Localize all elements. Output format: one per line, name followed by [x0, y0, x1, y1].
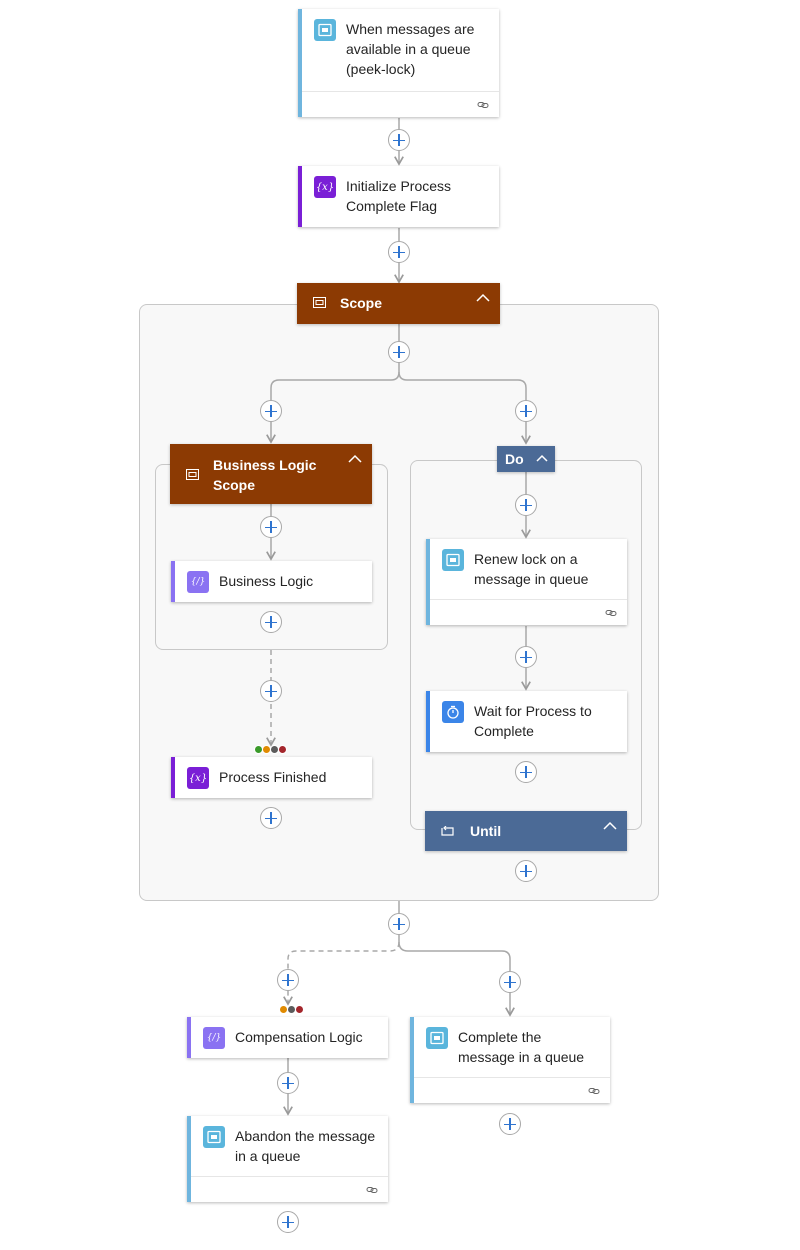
collapse-chevron-icon[interactable]	[348, 454, 362, 464]
compensation-logic-title: Compensation Logic	[235, 1029, 363, 1045]
collapse-chevron-icon[interactable]	[476, 293, 490, 303]
scope-icon	[186, 469, 199, 480]
run-after-status-dots	[254, 745, 287, 754]
compensation-logic-card[interactable]: {/} Compensation Logic	[187, 1017, 388, 1058]
link-icon[interactable]	[605, 607, 617, 619]
service-bus-icon	[442, 549, 464, 571]
trigger-title: When messages are available in a queue (…	[346, 21, 475, 77]
abandon-message-card[interactable]: Abandon the message in a queue	[187, 1116, 388, 1202]
abandon-message-title: Abandon the message in a queue	[235, 1128, 376, 1164]
add-step-button[interactable]	[515, 761, 537, 783]
collapse-chevron-icon[interactable]	[603, 821, 617, 831]
add-step-button[interactable]	[388, 341, 410, 363]
link-icon[interactable]	[588, 1085, 600, 1097]
add-step-button[interactable]	[515, 860, 537, 882]
add-step-button[interactable]	[515, 646, 537, 668]
add-step-button[interactable]	[388, 241, 410, 263]
scope-title: Scope	[340, 295, 383, 311]
add-step-button[interactable]	[277, 1211, 299, 1233]
variable-icon: {x}	[314, 176, 336, 198]
loop-icon	[441, 826, 454, 836]
service-bus-icon	[314, 19, 336, 41]
code-icon: {/}	[203, 1027, 225, 1049]
timer-icon	[442, 701, 464, 723]
business-logic-title: Business Logic	[219, 573, 314, 589]
card-footer	[414, 1077, 610, 1103]
add-step-button[interactable]	[499, 971, 521, 993]
wait-card[interactable]: Wait for Process to Complete	[426, 691, 627, 752]
add-step-button[interactable]	[277, 969, 299, 991]
wait-title: Wait for Process to Complete	[474, 703, 592, 739]
link-icon[interactable]	[366, 1184, 378, 1196]
complete-message-title: Complete the message in a queue	[458, 1029, 585, 1065]
add-step-button[interactable]	[277, 1072, 299, 1094]
add-step-button[interactable]	[499, 1113, 521, 1135]
card-footer	[302, 91, 499, 117]
complete-message-card[interactable]: Complete the message in a queue	[410, 1017, 610, 1103]
collapse-chevron-icon[interactable]	[536, 454, 548, 463]
add-step-button[interactable]	[260, 807, 282, 829]
renew-lock-title: Renew lock on a message in queue	[474, 551, 589, 587]
add-step-button[interactable]	[515, 400, 537, 422]
business-logic-card[interactable]: {/} Business Logic	[171, 561, 372, 602]
variable-icon: {x}	[187, 767, 209, 789]
renew-lock-card[interactable]: Renew lock on a message in queue	[426, 539, 627, 625]
failed-status-dot	[295, 1005, 304, 1014]
business-logic-scope-header[interactable]: Business Logic Scope	[170, 444, 372, 504]
add-step-button[interactable]	[388, 913, 410, 935]
do-header[interactable]: Do	[497, 446, 555, 472]
failed-status-dot	[278, 745, 287, 754]
scope-header[interactable]: Scope	[297, 283, 500, 324]
until-title: Until	[470, 823, 502, 839]
card-footer	[191, 1176, 388, 1202]
initialize-flag-card[interactable]: {x} Initialize Process Complete Flag	[298, 166, 499, 227]
initialize-flag-title: Initialize Process Complete Flag	[346, 178, 452, 214]
service-bus-icon	[203, 1126, 225, 1148]
add-step-button[interactable]	[388, 129, 410, 151]
add-step-button[interactable]	[260, 516, 282, 538]
service-bus-icon	[426, 1027, 448, 1049]
card-footer	[430, 599, 627, 625]
link-icon[interactable]	[477, 99, 489, 111]
add-step-button[interactable]	[260, 400, 282, 422]
process-finished-title: Process Finished	[219, 769, 327, 785]
code-icon: {/}	[187, 571, 209, 593]
until-footer[interactable]: Until	[425, 811, 627, 851]
run-after-status-dots	[279, 1005, 304, 1014]
scope-icon	[313, 297, 326, 308]
add-step-button[interactable]	[515, 494, 537, 516]
business-logic-scope-title: Business Logic Scope	[213, 457, 317, 493]
add-step-button[interactable]	[260, 611, 282, 633]
add-step-button[interactable]	[260, 680, 282, 702]
trigger-card[interactable]: When messages are available in a queue (…	[298, 9, 499, 117]
process-finished-card[interactable]: {x} Process Finished	[171, 757, 372, 798]
do-title: Do	[505, 451, 524, 467]
